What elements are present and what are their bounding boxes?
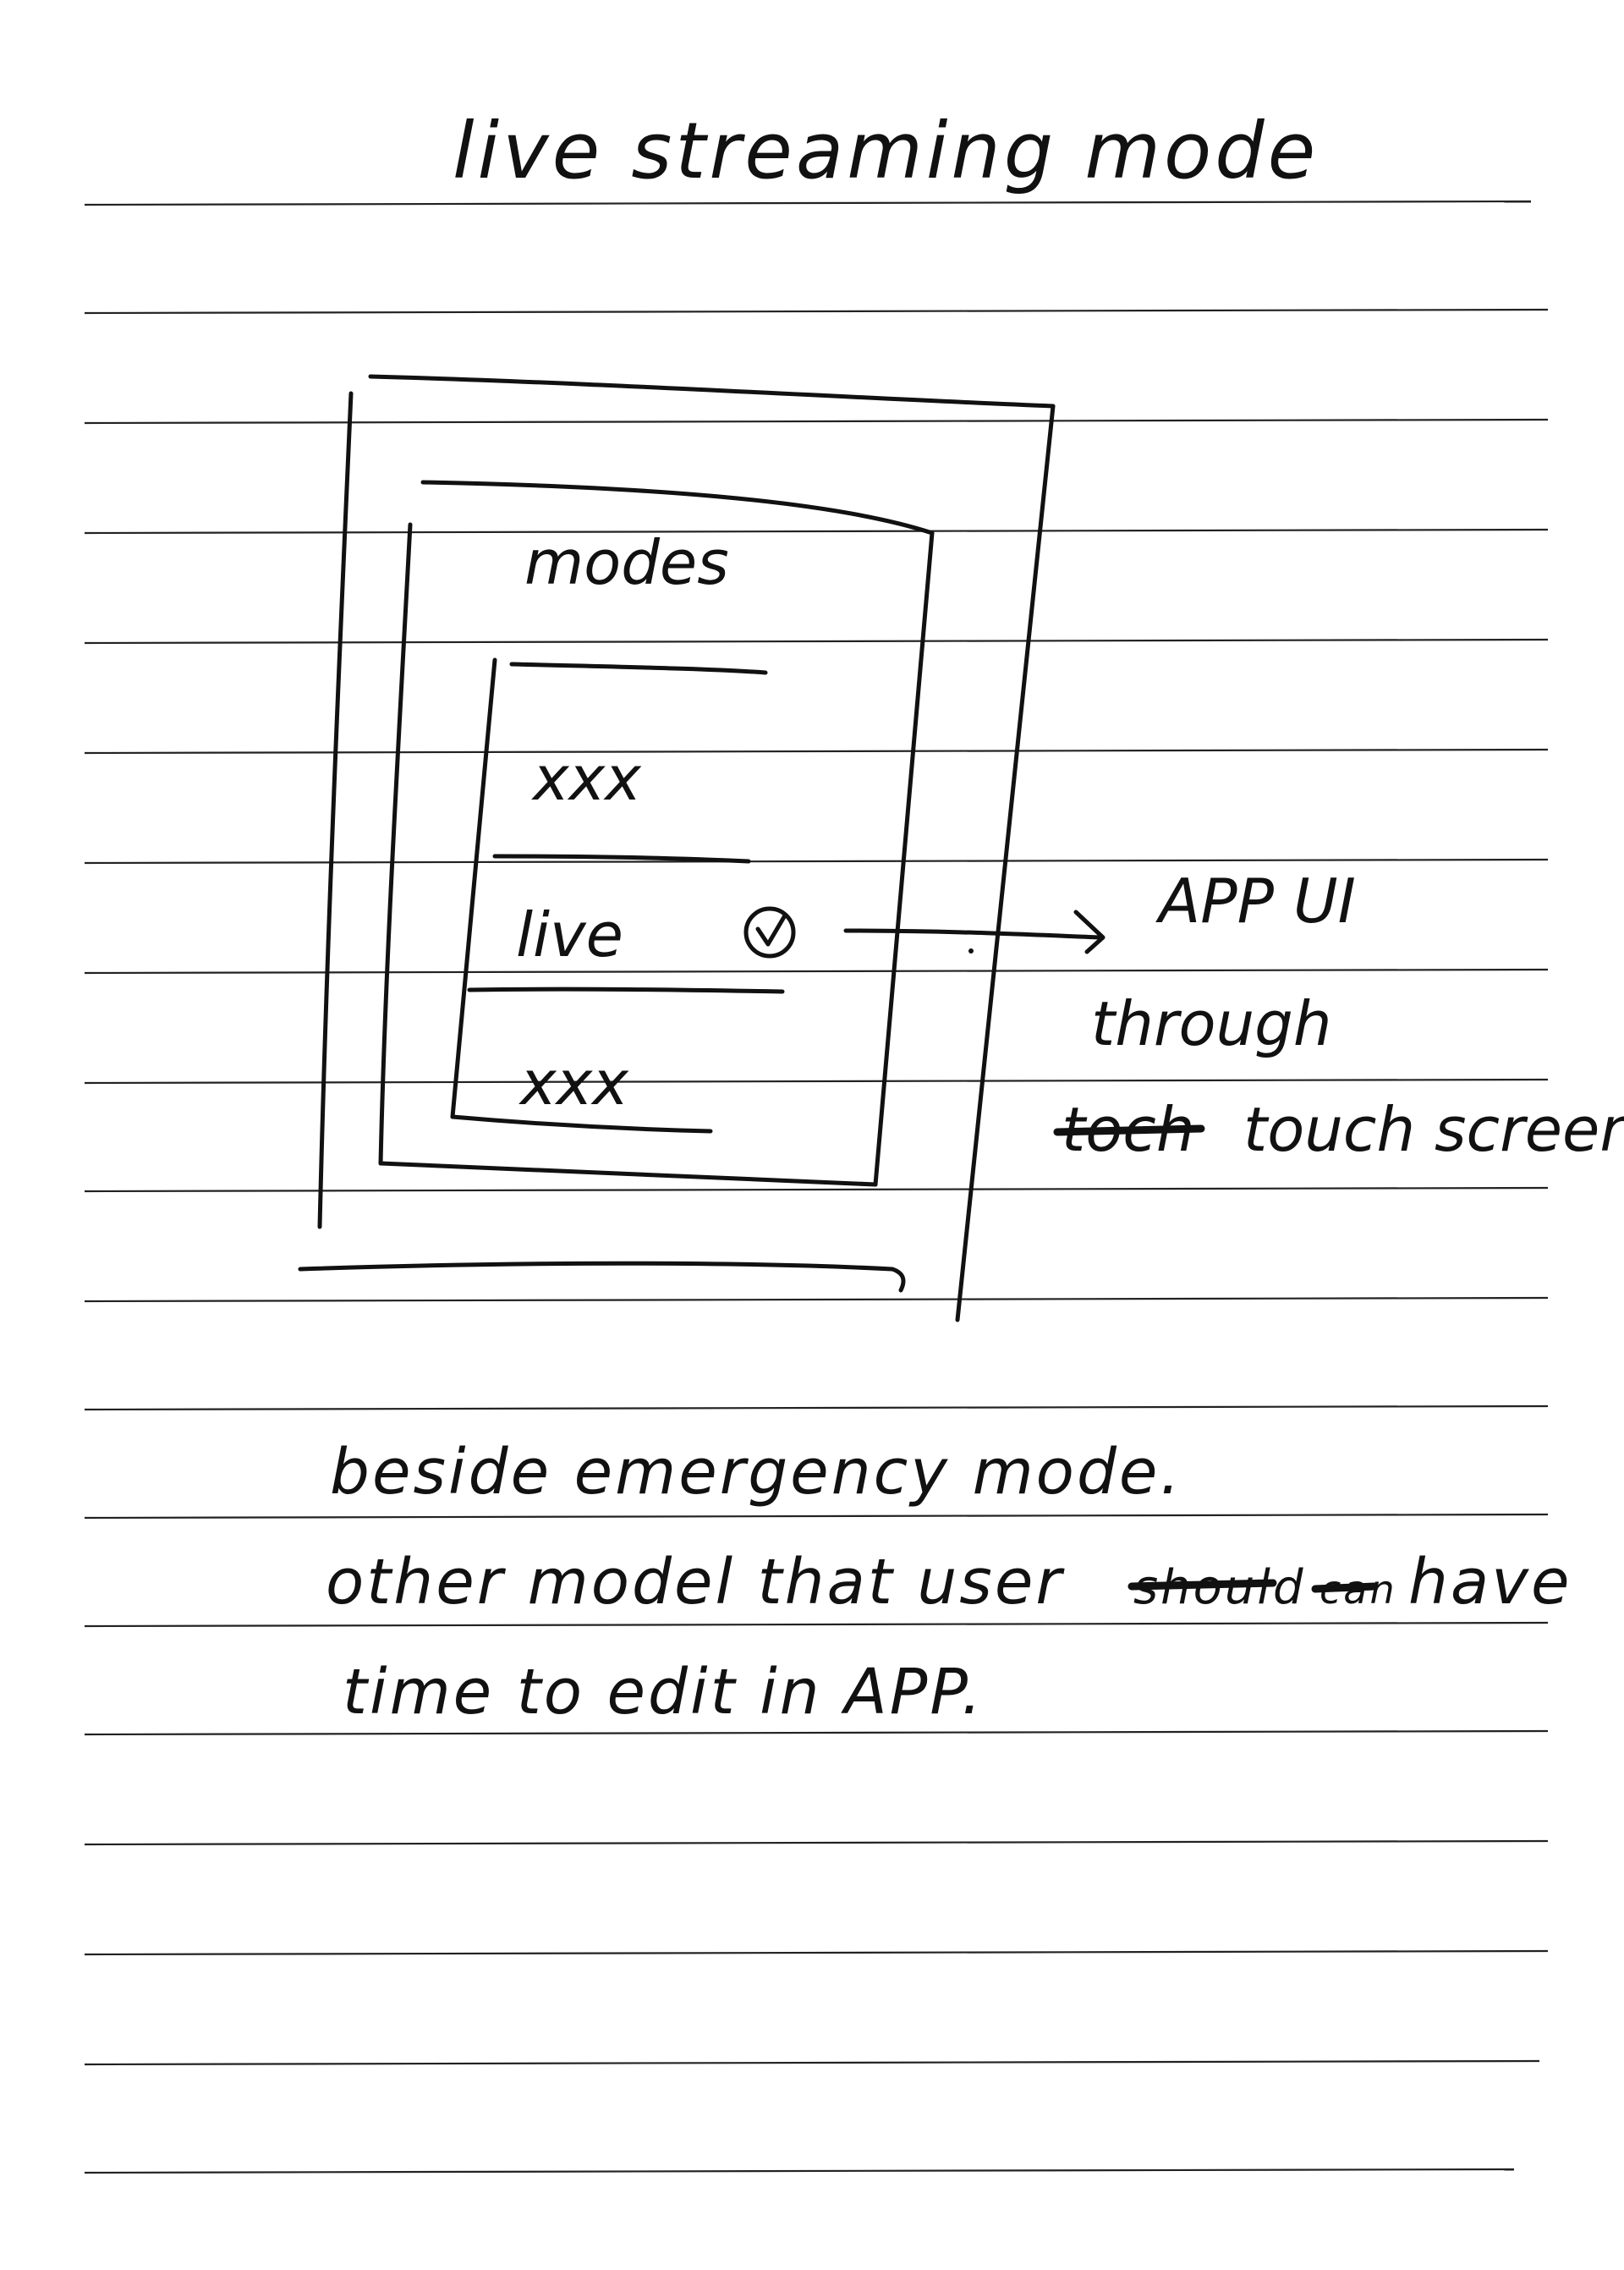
screen-heading: modes xyxy=(524,527,729,598)
ruled-lines xyxy=(84,200,1549,2174)
mode-list-box xyxy=(450,657,785,1134)
mode-item-label: xxx xyxy=(518,1047,629,1119)
screen-frame xyxy=(378,480,935,1187)
note-line-2b: have xyxy=(1408,1546,1572,1619)
mode-item-1[interactable]: xxx xyxy=(531,743,642,814)
note-struck-words: should can xyxy=(1127,1560,1395,1615)
mode-item-label: xxx xyxy=(531,743,642,814)
mode-item-3[interactable]: xxx xyxy=(518,1047,629,1119)
check-circle-icon xyxy=(743,906,796,959)
device-outer-frame xyxy=(298,374,1056,1322)
note-line-1: beside emergency mode. xyxy=(330,1436,1182,1509)
note-line-2a: other model that user xyxy=(326,1546,1065,1619)
mode-item-label: live xyxy=(516,899,623,970)
arrow-right-icon xyxy=(843,910,1106,954)
note-line-3: time to edit in APP. xyxy=(343,1656,984,1729)
annotation-touch-screen: touch screen xyxy=(1243,1094,1624,1165)
mode-item-live[interactable]: live xyxy=(516,899,796,970)
annotation-through: through xyxy=(1091,988,1331,1059)
annotation-app-ui: APP UI xyxy=(1155,866,1356,937)
annotation-struck-word: toch xyxy=(1053,1094,1205,1165)
page-title: live streaming mode xyxy=(453,106,1319,196)
